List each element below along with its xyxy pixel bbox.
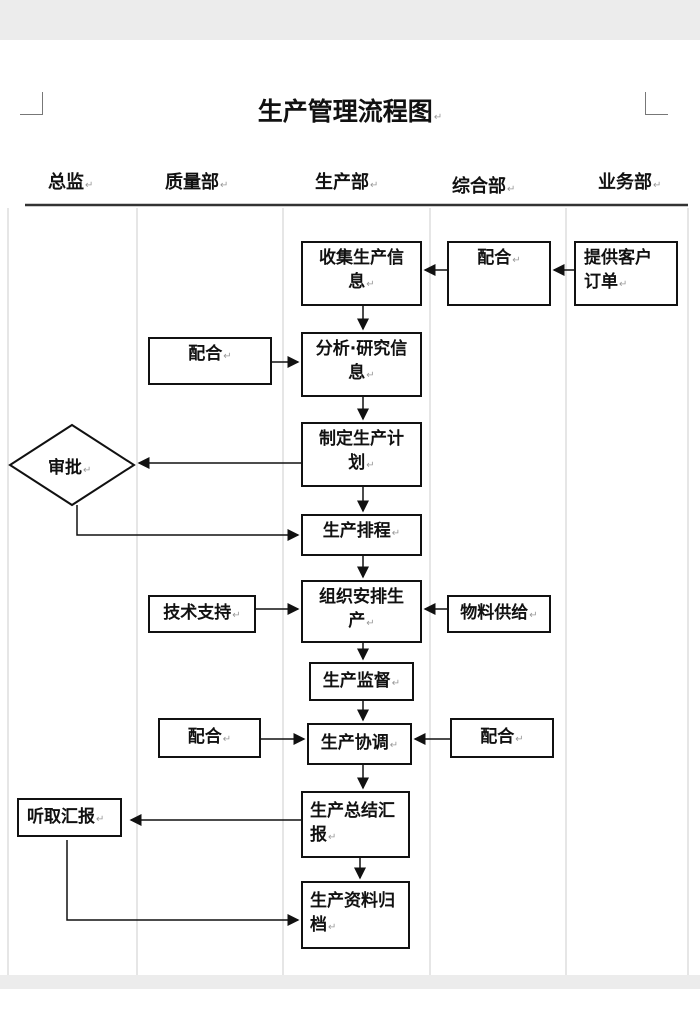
node-label: 制定生产计划 bbox=[319, 429, 404, 473]
node-provide-orders: 提供客户订单 bbox=[574, 241, 678, 306]
node-label: 配合 bbox=[480, 727, 523, 747]
node-label: 生产总结汇报 bbox=[310, 801, 395, 845]
node-label: 生产排程 bbox=[323, 521, 400, 541]
node-coordinate: 生产协调 bbox=[307, 723, 412, 765]
node-summary-report: 生产总结汇报 bbox=[301, 791, 410, 858]
node-label: 技术支持 bbox=[163, 603, 240, 623]
node-label: 配合 bbox=[188, 344, 231, 364]
lane-header-general: 综合部 bbox=[452, 172, 515, 198]
lane-header-business: 业务部 bbox=[598, 168, 661, 194]
node-label: 组织安排生产 bbox=[319, 587, 404, 631]
node-schedule: 生产排程 bbox=[301, 514, 422, 556]
node-general-cooperate-1: 配合 bbox=[447, 241, 551, 306]
lane-header-director: 总监 bbox=[48, 168, 93, 194]
node-label: 配合 bbox=[477, 248, 520, 268]
lane-dividers bbox=[7, 208, 689, 975]
node-tech-support: 技术支持 bbox=[148, 595, 256, 633]
node-general-cooperate-2: 配合 bbox=[450, 718, 554, 758]
top-gray-band bbox=[0, 0, 700, 40]
node-label: 配合 bbox=[188, 727, 231, 747]
page-title: 生产管理流程图 bbox=[0, 92, 700, 128]
node-collect-info: 收集生产信息 bbox=[301, 241, 422, 306]
node-label: 物料供给 bbox=[460, 603, 537, 623]
node-quality-cooperate-1: 配合 bbox=[148, 337, 272, 385]
node-label: 听取汇报 bbox=[27, 807, 104, 827]
node-material-supply: 物料供给 bbox=[447, 595, 551, 633]
lane-header-production: 生产部 bbox=[315, 168, 378, 194]
page-gap bbox=[0, 975, 700, 989]
node-organize-production: 组织安排生产 bbox=[301, 580, 422, 643]
node-archive: 生产资料归档 bbox=[301, 881, 410, 949]
node-make-plan: 制定生产计划 bbox=[301, 422, 422, 487]
node-listen-report: 听取汇报 bbox=[17, 798, 122, 837]
lane-header-quality: 质量部 bbox=[165, 168, 228, 194]
node-supervise: 生产监督 bbox=[309, 662, 414, 701]
node-label: 生产协调 bbox=[321, 733, 398, 753]
node-quality-cooperate-2: 配合 bbox=[158, 718, 261, 758]
node-label: 生产资料归档 bbox=[310, 891, 395, 935]
node-label: 收集生产信息 bbox=[319, 248, 404, 292]
node-label: 生产监督 bbox=[323, 671, 400, 691]
node-label: 提供客户订单 bbox=[584, 248, 652, 292]
node-analyze-info: 分析·研究信息 bbox=[301, 332, 422, 397]
node-label: 分析·研究信息 bbox=[316, 339, 407, 383]
approve-decision-label: 审批 bbox=[48, 453, 91, 478]
